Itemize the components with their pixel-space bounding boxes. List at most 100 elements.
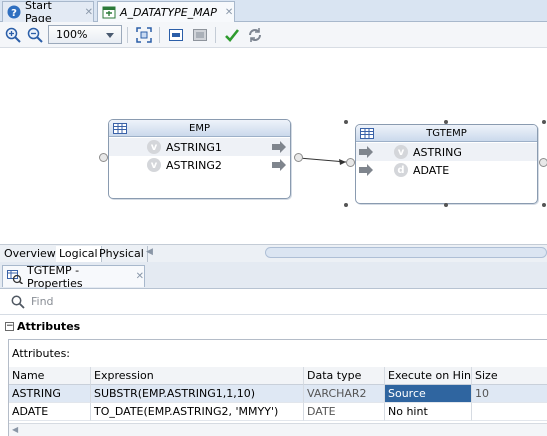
properties-tab-label: TGTEMP - Properties [27,263,83,290]
tab-start-page[interactable]: ? Start Page ✕ [2,0,94,25]
palette-icon [193,29,207,41]
node-title: TGTEMP [426,128,467,139]
tab-label: Logical [59,247,98,260]
chevron-down-icon [106,33,114,38]
attributes-panel: Attributes: Name Expression Data type Ex… [8,339,547,436]
validate-button[interactable] [223,26,241,44]
output-arrow-icon[interactable] [272,159,286,174]
close-icon[interactable]: ✕ [135,271,144,282]
cell-datatype[interactable]: VARCHAR2 [304,385,385,403]
selection-handle[interactable] [542,203,546,207]
cell-datatype[interactable]: DATE [304,403,385,421]
svg-text:?: ? [11,8,17,19]
help-circle-icon: ? [7,5,21,19]
tab-logical[interactable]: Logical [56,246,102,262]
column-header-expression[interactable]: Expression [91,367,304,385]
layout-icon [169,29,183,41]
output-arrow-icon[interactable] [272,141,286,156]
close-icon[interactable]: ✕ [224,6,234,18]
zoom-level-select[interactable]: 100% [48,25,122,44]
cell-name[interactable]: ADATE [9,403,91,421]
diagram-toolbar: 100% [0,22,547,48]
table-row[interactable]: ADATE TO_DATE(EMP.ASTRING2, 'MMYY') DATE… [9,403,547,421]
input-arrow-icon[interactable] [359,146,373,161]
selection-handle[interactable] [542,120,546,124]
search-icon [11,295,25,312]
column-header-size[interactable]: Size [472,367,547,385]
scroll-left-icon[interactable]: ◀ [146,247,153,257]
toolbar-divider [215,27,216,43]
zoom-in-button[interactable] [4,26,22,44]
mapping-canvas[interactable]: EMP v ASTRING1 v ASTRING2 TGTEMP [0,48,547,244]
tab-properties[interactable]: TGTEMP - Properties ✕ [2,263,145,290]
selection-handle[interactable] [344,203,348,207]
cell-size[interactable]: 10 [472,385,547,403]
fit-window-icon [136,27,152,43]
tab-a-datatype-map-label: A_DATATYPE_MAP [120,5,217,19]
tab-start-page-label: Start Page [25,0,52,25]
target-node-tgtemp[interactable]: TGTEMP v ASTRING d ADATE [355,124,538,204]
find-bar[interactable]: Find [0,289,547,315]
output-port[interactable] [294,153,303,162]
column-header-datatype[interactable]: Data type [304,367,385,385]
column-header-name[interactable]: Name [9,367,91,385]
attributes-section-header[interactable]: − Attributes [0,318,547,336]
zoom-in-icon [5,27,21,43]
mapping-icon [102,5,116,19]
source-node-emp[interactable]: EMP v ASTRING1 v ASTRING2 [108,119,291,199]
node-header: TGTEMP [356,125,537,142]
tab-physical[interactable]: Physical [96,246,148,262]
toolbar-divider [159,27,160,43]
attributes-label: Attributes: [12,347,71,360]
node-attribute-row[interactable]: v ASTRING1 [109,138,290,156]
cell-expression[interactable]: SUBSTR(EMP.ASTRING1,1,10) [91,385,304,403]
node-header: EMP [109,120,290,137]
attribute-name: ASTRING2 [166,158,222,172]
node-attribute-row[interactable]: v ASTRING [356,143,537,161]
zoom-out-button[interactable] [26,26,44,44]
cell-name[interactable]: ASTRING [9,385,91,403]
selection-handle[interactable] [344,120,348,124]
tab-label: Physical [99,247,144,260]
cell-expression[interactable]: TO_DATE(EMP.ASTRING2, 'MMYY') [91,403,304,421]
refresh-button[interactable] [246,26,264,44]
node-title: EMP [189,123,210,134]
toolbar-divider [127,27,128,43]
table-header-row: Name Expression Data type Execute on Hin… [9,367,547,385]
attribute-name: ADATE [413,163,450,177]
tab-label: Overview [4,247,56,260]
scroll-left-icon[interactable]: ◀ [12,425,19,434]
table-row[interactable]: ASTRING SUBSTR(EMP.ASTRING1,1,10) VARCHA… [9,385,547,403]
column-header-execute-hint[interactable]: Execute on Hint [385,367,472,385]
table-icon [360,128,374,145]
table-icon [113,123,127,140]
node-attribute-row[interactable]: d ADATE [356,161,537,179]
selection-handle[interactable] [444,120,448,124]
palette-button[interactable] [191,26,209,44]
node-attribute-row[interactable]: v ASTRING2 [109,156,290,174]
checkmark-icon [225,29,240,42]
cell-size[interactable] [472,403,547,421]
attribute-name: ASTRING [413,145,462,159]
horizontal-scrollbar[interactable] [265,247,547,258]
tab-a-datatype-map[interactable]: A_DATATYPE_MAP ✕ [97,1,235,22]
fit-to-window-button[interactable] [135,26,153,44]
date-badge-icon: d [394,163,408,177]
collapse-icon[interactable]: − [5,321,14,331]
cell-execute-hint[interactable]: No hint [385,403,472,421]
close-icon[interactable]: ✕ [84,6,93,18]
input-port[interactable] [99,153,108,162]
output-port[interactable] [539,158,547,167]
layout-button[interactable] [167,26,185,44]
cell-execute-hint[interactable]: Source [385,385,472,403]
attribute-name: ASTRING1 [166,140,222,154]
varchar-badge-icon: v [147,140,161,154]
input-arrow-icon[interactable] [359,164,373,179]
input-port[interactable] [346,158,355,167]
tab-overview[interactable]: Overview [1,246,60,262]
properties-tab-strip: TGTEMP - Properties ✕ [0,262,547,290]
section-title: Attributes [17,320,81,333]
search-input[interactable]: Find [31,295,54,308]
selection-handle[interactable] [444,203,448,207]
table-horizontal-scrollbar[interactable]: ◀ [9,423,547,436]
